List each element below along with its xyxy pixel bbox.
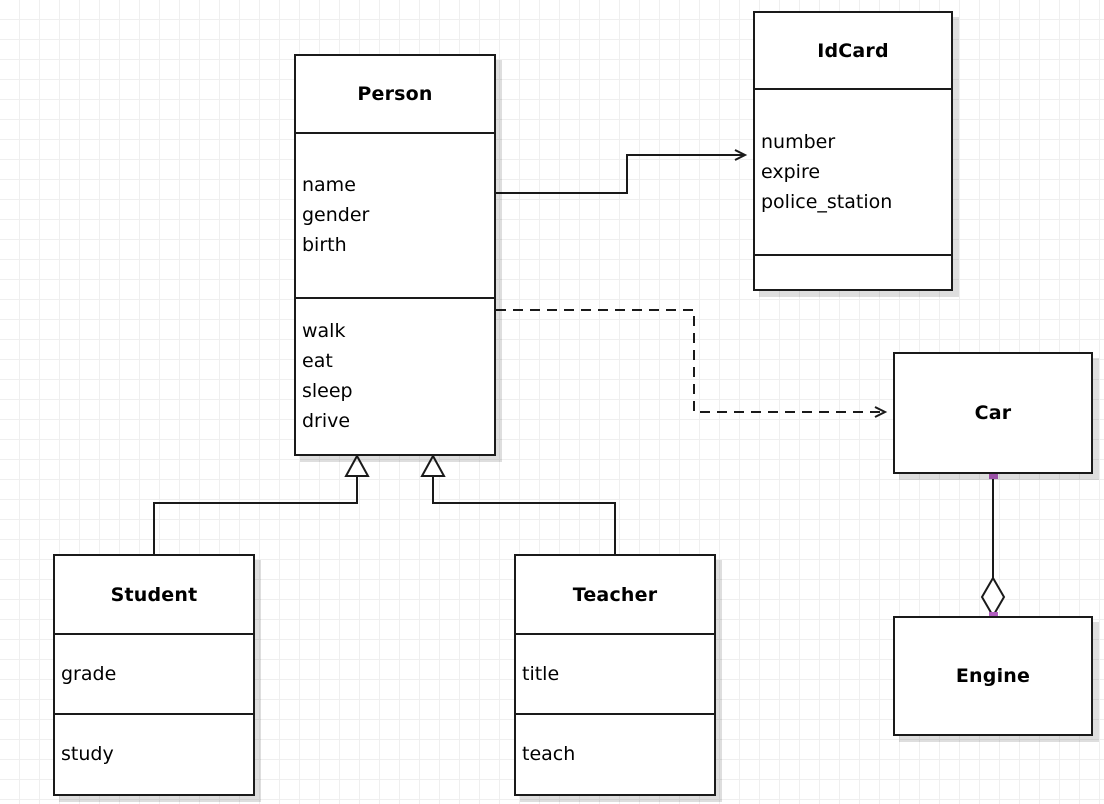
edge-student-person [153,453,370,554]
class-box-person[interactable]: Person name gender birth walk eat sleep … [294,54,496,456]
attribute-item: gender [302,204,370,227]
attribute-item: grade [61,663,117,686]
class-name-car: Car [974,402,1012,424]
edge-person-idcard [496,149,748,194]
class-name-engine: Engine [955,665,1031,687]
edge-teacher-person [420,453,616,554]
operations-compartment-idcard [755,254,951,289]
class-box-teacher[interactable]: Teacher title teach [514,554,716,796]
connector-port-car-bottom[interactable] [989,470,998,479]
attributes-compartment-person: name gender birth [296,131,494,297]
attributes-compartment-idcard: number expire police_station [755,88,951,254]
attribute-item: name [302,174,356,197]
edge-person-car [496,309,888,418]
operation-item: eat [302,350,333,373]
operations-compartment-student: study [55,712,253,794]
edge-car-engine [980,474,1006,618]
operation-item: walk [302,320,346,343]
attribute-item: title [522,663,560,686]
attribute-item: birth [302,234,347,257]
class-box-idcard[interactable]: IdCard number expire police_station [753,11,953,291]
class-name-student: Student [110,583,198,606]
attribute-item: number [761,131,836,154]
class-box-student[interactable]: Student grade study [53,554,255,796]
operation-item: study [61,743,114,766]
attribute-item: expire [761,161,821,184]
operation-item: sleep [302,380,353,403]
operations-compartment-person: walk eat sleep drive [296,296,494,454]
attribute-item: police_station [761,191,893,214]
class-box-engine[interactable]: Engine [893,616,1093,736]
attributes-compartment-teacher: title [516,633,714,712]
class-name-teacher: Teacher [572,583,658,606]
operations-compartment-teacher: teach [516,712,714,794]
class-name-person: Person [357,82,433,105]
class-box-car[interactable]: Car [893,352,1093,474]
class-name-idcard: IdCard [817,39,889,62]
attributes-compartment-student: grade [55,633,253,712]
operation-item: drive [302,410,351,433]
operation-item: teach [522,743,576,766]
